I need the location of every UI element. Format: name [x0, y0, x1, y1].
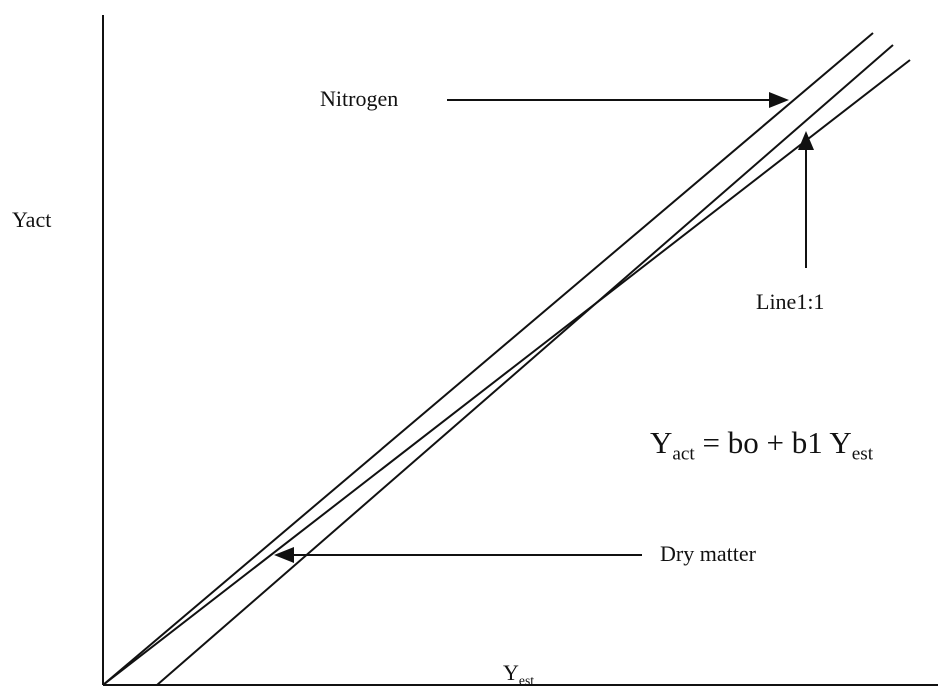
x-axis-label-sub: est [518, 672, 535, 688]
equation-lhs-sub: act [672, 443, 695, 465]
equation-rhs-sub: est [851, 443, 874, 465]
dry-matter-label: Dry matter [660, 541, 756, 566]
nitrogen-arrow-head [769, 92, 789, 108]
equation-lhs: Y [650, 425, 673, 460]
nitrogen-label: Nitrogen [320, 86, 399, 111]
regression-equation: Yact = bo + b1 Yest [650, 425, 873, 464]
equation-middle: = bo + b1 [694, 425, 830, 460]
line11-arrow-head [798, 131, 814, 150]
nitrogen-line [102, 32, 874, 686]
dry-matter-line [156, 44, 894, 686]
x-axis-label: Yest [503, 660, 534, 688]
equation-rhs: Y [829, 425, 852, 460]
dry-matter-arrow-head [274, 547, 294, 563]
y-axis-label: Yact [12, 207, 52, 232]
line-1-1-label: Line1:1 [756, 289, 825, 314]
line-1-1 [102, 59, 911, 686]
x-axis-label-base: Y [503, 660, 519, 685]
